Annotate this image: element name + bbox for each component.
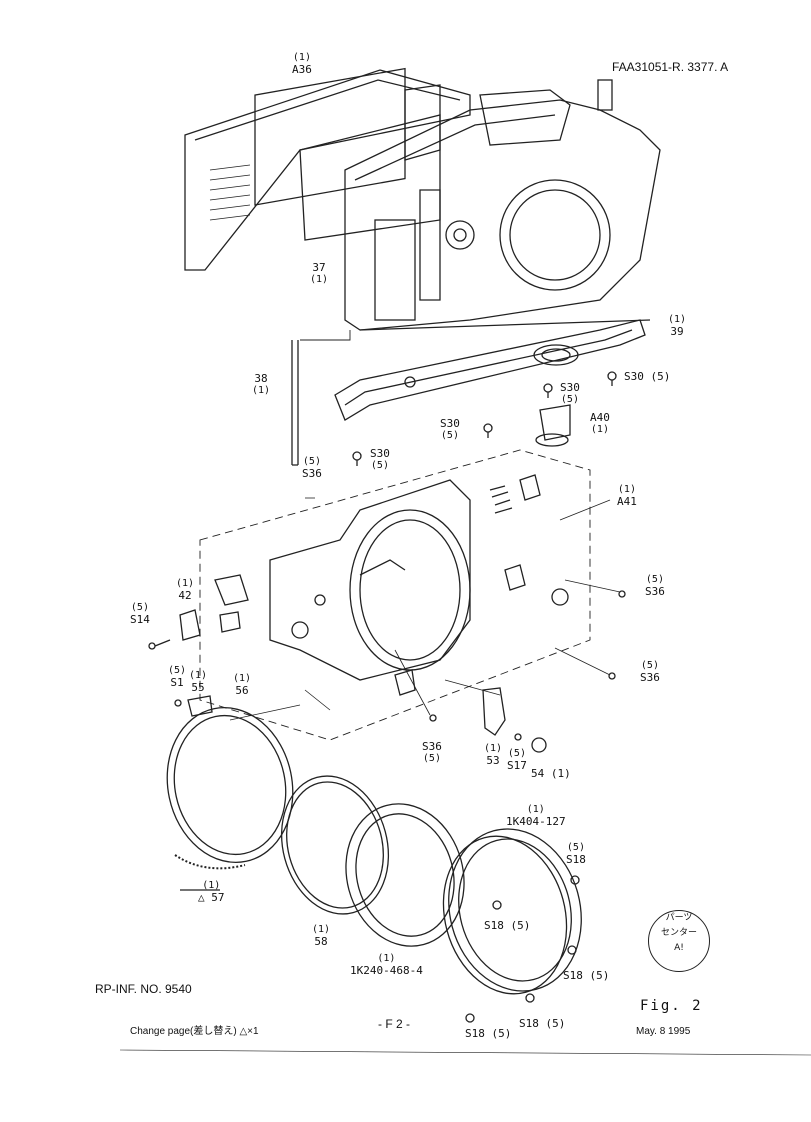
- leader-lines: [229, 497, 621, 721]
- ring-56-drawing: [166, 706, 294, 891]
- part-label-s18-d: S18 (5): [519, 1017, 566, 1030]
- part-label-s36-a: (5)S36: [302, 456, 322, 480]
- a40-drawing: [535, 404, 571, 447]
- camera-body-drawing: [344, 79, 661, 331]
- part-label-s17: (5)S17: [507, 748, 527, 772]
- part-label-57: (1)△ 57: [198, 880, 225, 904]
- document-date: May. 8 1995: [636, 1026, 691, 1037]
- part-label-s30-c: S30(5): [440, 417, 460, 442]
- figure-number: Fig. 2: [640, 998, 703, 1014]
- part-label-s30-a: S30(5): [560, 381, 580, 406]
- part-label-s36-d: S36(5): [422, 740, 442, 765]
- part-label-s18-a: (5)S18: [566, 842, 586, 866]
- bottom-plate-drawing: [334, 319, 646, 421]
- part-label-s14: (5)S14: [130, 602, 150, 626]
- a41-outline: [199, 449, 591, 741]
- mirror-box-drawing: [269, 479, 471, 681]
- screws-s30-drawing: [352, 371, 617, 466]
- part-label-55: (1)55: [189, 670, 208, 694]
- back-cover-drawing: [184, 67, 471, 271]
- part-label-54: 54 (1): [531, 767, 571, 780]
- part-label-s18-b: S18 (5): [484, 919, 531, 932]
- part-label-1k240: (1)1K240-468-4: [350, 953, 423, 977]
- part-label-s18-c: S18 (5): [563, 969, 610, 982]
- part-label-s30-b: S30 (5): [624, 370, 671, 383]
- rp-inf-number: RP-INF. NO. 9540: [95, 982, 192, 996]
- part-label-a36: (1)A36: [292, 52, 312, 76]
- mount-1k404-drawing: [442, 828, 582, 1023]
- part-label-56: (1)56: [233, 673, 252, 697]
- part-label-s18-e: S18 (5): [465, 1027, 512, 1040]
- sheet-37-drawing: [299, 114, 441, 241]
- part-label-1k404: (1)1K404-127: [506, 804, 566, 828]
- part-label-53: (1)53: [484, 743, 503, 767]
- document-code: FAA31051-R. 3377. A: [612, 60, 729, 74]
- part-label-39: (1)39: [668, 314, 687, 338]
- part-label-s36-c: (5)S36: [640, 660, 660, 684]
- pin-38-drawing: [291, 340, 299, 466]
- ring-1k240-drawing: [345, 803, 465, 947]
- parts-center-stamp: パーツ センター A!: [648, 910, 710, 972]
- small-parts-drawing: [148, 474, 626, 753]
- part-label-s36-b: (5)S36: [645, 574, 665, 598]
- part-label-a40: A40(1): [590, 411, 610, 436]
- part-label-37: 37(1): [310, 261, 329, 286]
- part-label-58: (1)58: [312, 924, 331, 948]
- part-label-38: 38(1): [252, 372, 271, 397]
- part-label-42: (1)42: [176, 578, 195, 602]
- change-page-note: Change page(差し替え) △×1: [130, 1026, 259, 1037]
- part-label-s1: (5)S1: [168, 665, 187, 689]
- part-label-s30-d: S30(5): [370, 447, 390, 472]
- page-number: - F 2 -: [378, 1017, 410, 1031]
- part-label-a41: (1)A41: [617, 484, 637, 508]
- ring-58-drawing: [280, 775, 390, 915]
